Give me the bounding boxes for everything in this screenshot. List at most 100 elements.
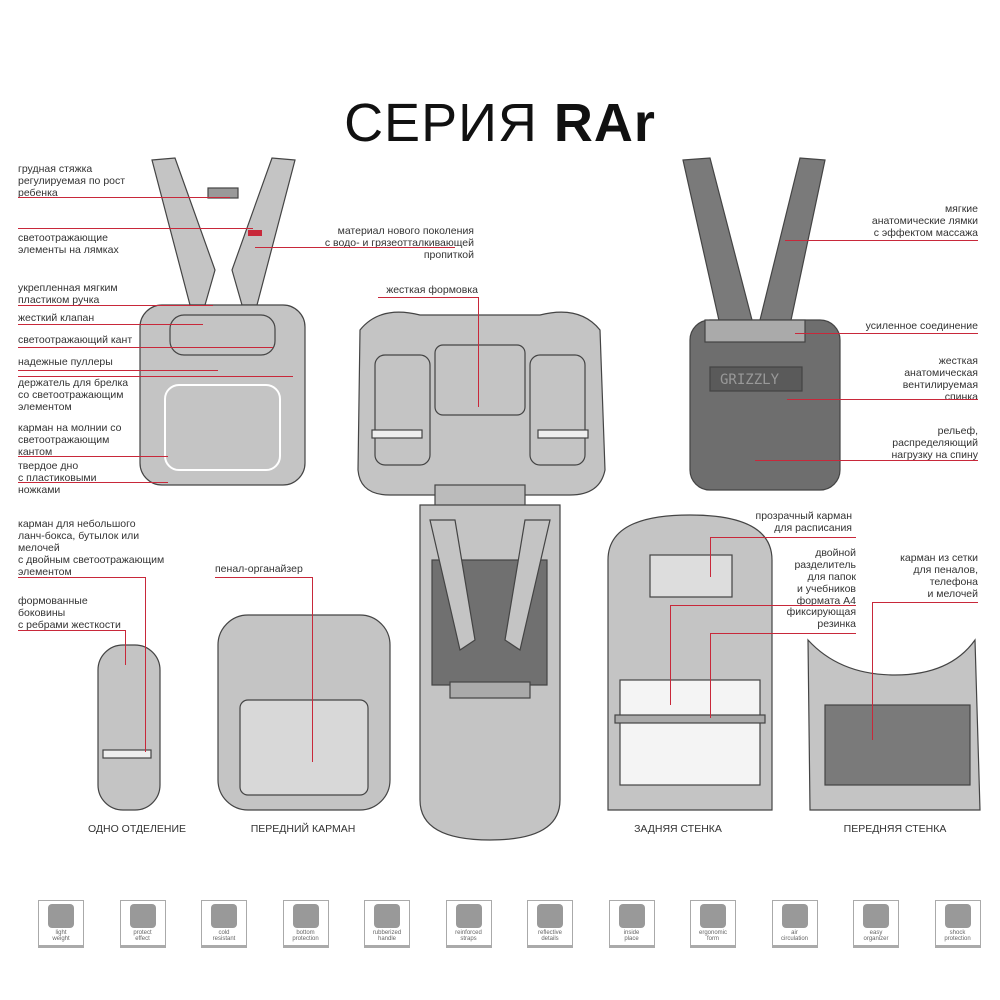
pointer-line bbox=[670, 605, 856, 606]
feather-icon bbox=[48, 904, 74, 928]
backpack-open-view bbox=[357, 311, 606, 841]
pointer-line bbox=[18, 482, 168, 483]
pointer-line bbox=[787, 399, 978, 400]
organizer-icon bbox=[863, 904, 889, 928]
feature-label: reflective details bbox=[537, 930, 562, 942]
pointer-line bbox=[670, 605, 671, 705]
label-pencil-organizer: пенал-органайзер bbox=[215, 563, 303, 575]
pointer-line bbox=[215, 577, 312, 578]
pointer-line bbox=[18, 228, 253, 229]
backpack-front-wall-view bbox=[807, 638, 981, 811]
pointer-line bbox=[18, 305, 213, 306]
drops-icon bbox=[129, 904, 156, 928]
feature-badge: shock protection bbox=[934, 900, 981, 948]
feature-badge: ergonomic form bbox=[690, 900, 736, 948]
label-hard-bottom: твердое дно с пластиковыми ножками bbox=[18, 460, 97, 496]
label-mesh-pocket: карман из сетки для пеналов, телефона и … bbox=[900, 552, 978, 600]
feature-badge: reinforced straps bbox=[445, 900, 492, 948]
feature-label: cold resistant bbox=[212, 930, 236, 942]
feature-badge: inside place bbox=[608, 900, 655, 948]
feature-badge: cold resistant bbox=[201, 900, 247, 948]
pointer-line bbox=[710, 633, 856, 634]
backpack-back-view: GRIZZLY bbox=[682, 157, 841, 491]
label-elastic: фиксирующая резинка bbox=[786, 606, 856, 630]
feature-badge: air circulation bbox=[771, 900, 818, 948]
pointer-line bbox=[378, 297, 478, 298]
feature-label: inside place bbox=[623, 930, 640, 942]
pointer-line bbox=[795, 333, 978, 334]
air-icon bbox=[781, 904, 808, 928]
label-relief: рельеф, распределяющий нагрузку на спину bbox=[891, 425, 978, 461]
feature-label: air circulation bbox=[780, 930, 808, 942]
label-transparent-pocket: прозрачный карман для расписания bbox=[755, 510, 852, 534]
label-handle: укрепленная мягким пластиком ручка bbox=[18, 282, 118, 306]
pointer-line bbox=[18, 376, 293, 377]
pointer-line bbox=[755, 460, 978, 461]
pointer-line bbox=[872, 602, 873, 740]
label-rigid-flap: жесткий клапан bbox=[18, 312, 95, 324]
reflective-icon bbox=[537, 904, 563, 928]
label-pullers: надежные пуллеры bbox=[18, 356, 113, 368]
ergonomic-icon bbox=[700, 904, 726, 928]
label-molded-sides: формованные боковины с ребрами жесткости bbox=[18, 595, 121, 631]
caption-one-compartment: ОДНО ОТДЕЛЕНИЕ bbox=[87, 823, 187, 835]
caption-front-wall: ПЕРЕДНЯЯ СТЕНКА bbox=[843, 823, 947, 835]
label-reinforced-joint: усиленное соединение bbox=[865, 320, 978, 332]
inside-icon bbox=[618, 904, 645, 928]
feature-badge: bottom protection bbox=[282, 900, 329, 948]
feature-label: easy organizer bbox=[863, 930, 889, 942]
pointer-line bbox=[710, 537, 856, 538]
backpack-back-wall-view bbox=[607, 514, 773, 811]
label-material: материал нового поколения с водо- и гряз… bbox=[324, 225, 474, 261]
pointer-line bbox=[785, 240, 978, 241]
feature-label: ergonomic form bbox=[698, 930, 727, 942]
pointer-line bbox=[18, 197, 230, 198]
label-reflective-edge: светоотражающий кант bbox=[18, 334, 133, 346]
backpack-bottom-icon bbox=[292, 904, 319, 928]
backpack-side-view bbox=[97, 644, 161, 811]
caption-back-wall: ЗАДНЯЯ СТЕНКА bbox=[634, 823, 722, 835]
label-double-divider: двойной разделитель для папок и учебнико… bbox=[794, 547, 856, 607]
pointer-line bbox=[18, 577, 145, 578]
feature-label: protect effect bbox=[133, 930, 152, 942]
feature-label: light weight bbox=[52, 930, 70, 942]
feature-label: bottom protection bbox=[292, 930, 319, 942]
pointer-line bbox=[18, 324, 203, 325]
feature-badge: light weight bbox=[38, 900, 84, 948]
pointer-line bbox=[710, 633, 711, 718]
pointer-line bbox=[145, 577, 146, 752]
title-text: СЕРИЯ bbox=[344, 93, 554, 153]
label-ventilated-back: жесткая анатомическая вентилируемая спин… bbox=[902, 355, 978, 403]
feature-badge: easy organizer bbox=[853, 900, 899, 948]
label-soft-straps: мягкие анатомические лямки с эффектом ма… bbox=[871, 203, 978, 239]
backpack-front-view bbox=[139, 157, 306, 486]
caption-front-pocket: ПЕРЕДНИЙ КАРМАН bbox=[250, 823, 356, 835]
pointer-line bbox=[710, 537, 711, 577]
handle-icon bbox=[374, 904, 400, 928]
page-title: СЕРИЯ RAr bbox=[0, 92, 1000, 154]
pointer-line bbox=[312, 577, 313, 762]
label-keychain-holder: держатель для брелка со светоотражающим … bbox=[18, 377, 129, 413]
feature-label: rubberized handle bbox=[372, 930, 402, 942]
shock-icon bbox=[944, 904, 971, 928]
pointer-line bbox=[255, 247, 455, 248]
snowflake-icon bbox=[211, 904, 237, 928]
pointer-line bbox=[18, 456, 168, 457]
pointer-line bbox=[872, 602, 978, 603]
label-rigid-form: жесткая формовка bbox=[386, 284, 478, 296]
pointer-line bbox=[18, 370, 218, 371]
grizzly-logo: GRIZZLY bbox=[720, 372, 780, 388]
feature-badge: reflective details bbox=[527, 900, 573, 948]
pointer-line bbox=[18, 630, 125, 631]
label-chest-strap: грудная стяжка регулируемая по рост ребе… bbox=[18, 163, 126, 199]
pointer-line bbox=[125, 630, 126, 665]
backpack-front-pocket-view bbox=[217, 614, 391, 811]
label-zip-pocket: карман на молнии со светоотражающим кант… bbox=[18, 422, 122, 458]
label-reflective-straps: светоотражающие элементы на лямках bbox=[18, 232, 119, 256]
straps-icon bbox=[455, 904, 482, 928]
feature-badge: protect effect bbox=[119, 900, 166, 948]
pointer-line bbox=[18, 347, 273, 348]
feature-badge: rubberized handle bbox=[364, 900, 410, 948]
title-series: RAr bbox=[553, 93, 656, 153]
